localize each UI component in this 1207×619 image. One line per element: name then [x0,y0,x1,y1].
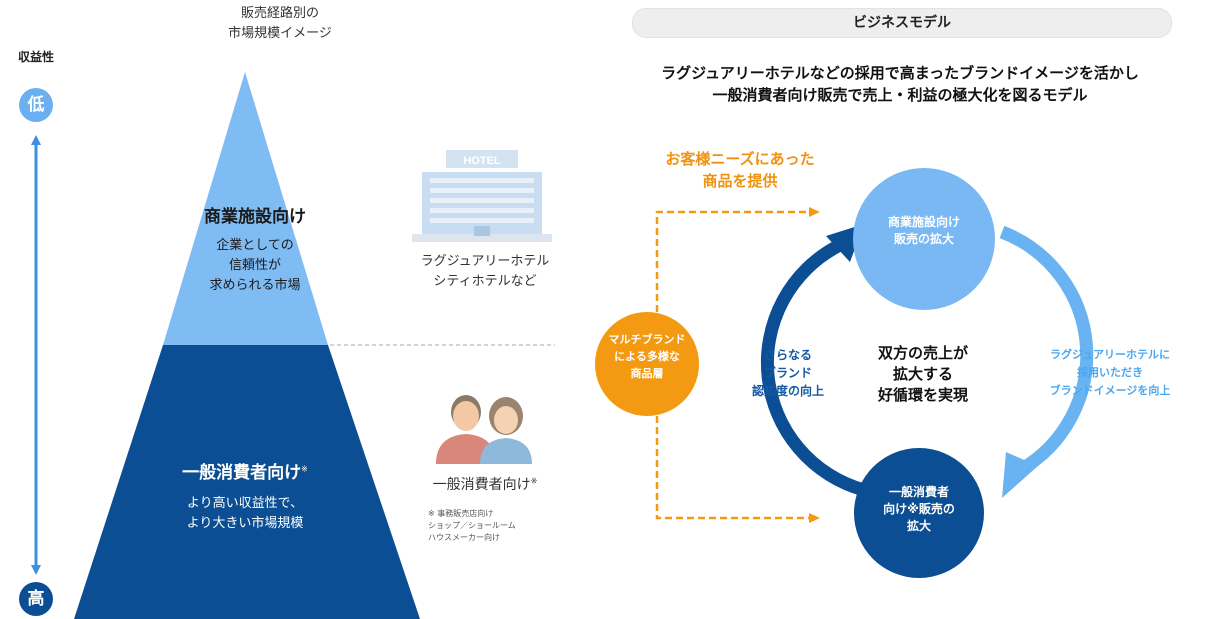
brand-awareness-line: 認知度の向上 [751,384,824,398]
consumer-note-line: ショップ／ショールーム [428,521,516,530]
pyramid-title: 販売経路別の 市場規模イメージ [180,4,380,44]
offer-arrow-top [655,207,820,312]
hotel-caption-line: シティホテルなど [433,274,537,289]
multi-brand-line: マルチブランド [608,333,686,346]
consumer-node-line: 拡大 [906,519,931,533]
commercial-tier-desc: 企業としての 信頼性が 求められる市場 [180,236,330,296]
commercial-node-line: 販売の拡大 [893,232,954,246]
center-line: 拡大する [892,365,953,383]
hotel-caption: ラグジュアリーホテル シティホテルなど [400,252,570,292]
pyramid-bottom-tier [74,345,420,619]
consumer-example-label: 一般消費者向け※ [410,474,560,494]
commercial-desc-line: 求められる市場 [209,278,301,293]
offer-arrow-bottom [655,416,820,523]
multi-brand-line: 商品層 [630,367,664,380]
pyramid-top-tier [163,72,328,345]
offer-line: お客様ニーズにあった [665,150,815,168]
consumer-tier-mark: ※ [301,464,308,474]
consumer-example-text: 一般消費者向け [432,477,531,493]
subtitle-line: 一般消費者向け販売で売上・利益の極大化を図るモデル [712,86,1088,104]
commercial-sales-node: 商業施設向け 販売の拡大 [853,168,995,310]
center-line: 双方の売上が [877,344,968,362]
consumer-tier-name-text: 一般消費者向け [182,463,302,483]
consumers-icon [436,395,532,464]
multi-brand-circle: マルチブランド による多様な 商品層 [595,312,699,416]
consumer-desc-line: より大きい市場規模 [186,516,304,531]
consumer-note: ※ 事務販売店向け ショップ／ショールーム ハウスメーカー向け [428,508,516,544]
brand-awareness-line: さらなる [763,348,812,362]
profitability-axis-label: 収益性 [17,50,54,64]
brand-image-line: 採用いただき [1077,366,1143,379]
business-model-subtitle: ラグジュアリーホテルなどの採用で高まったブランドイメージを活かし 一般消費者向け… [600,62,1200,106]
consumer-node-line: 向け※販売の [883,502,955,516]
pyramid-title-line: 販売経路別の [240,6,319,21]
consumer-note-line: ※ 事務販売店向け [428,509,494,518]
brand-image-label: ラグジュアリーホテルに 採用いただき ブランドイメージを向上 [1020,346,1200,400]
hotel-sign-text: HOTEL [463,155,501,167]
cycle-center-text: 双方の売上が 拡大する 好循環を実現 [858,343,988,406]
consumer-desc-line: より高い収益性で、 [186,496,304,511]
high-profit-badge: 高 [19,582,53,616]
subtitle-line: ラグジュアリーホテルなどの採用で高まったブランドイメージを活かし [661,64,1139,82]
consumer-tier-name: 一般消費者向け※ [150,458,340,483]
consumer-example-mark: ※ [530,476,538,486]
offer-line: 商品を提供 [702,172,778,190]
pyramid-title-line: 市場規模イメージ [228,26,332,41]
business-model-header: ビジネスモデル [632,8,1172,38]
consumer-tier-desc: より高い収益性で、 より大きい市場規模 [150,494,340,534]
hotel-icon: HOTEL [412,150,552,242]
brand-image-line: ブランドイメージを向上 [1049,384,1171,397]
dark-blue-cycle-arc [760,240,866,497]
hotel-caption-line: ラグジュアリーホテル [420,254,550,269]
light-blue-arrowhead [1002,452,1038,498]
offer-label: お客様ニーズにあった 商品を提供 [640,148,840,192]
consumer-sales-node: 一般消費者 向け※販売の 拡大 [854,448,984,578]
brand-awareness-line: ブランド [763,366,812,380]
commercial-node-line: 商業施設向け [887,215,960,229]
brand-awareness-label: さらなる ブランド 認知度の向上 [728,346,848,400]
low-profit-badge: 低 [19,88,53,122]
light-blue-cycle-arc [999,225,1094,476]
consumer-node-line: 一般消費者 [888,485,949,499]
consumer-note-line: ハウスメーカー向け [428,533,500,542]
commercial-tier-name: 商業施設向け [204,207,306,227]
commercial-desc-line: 信頼性が [228,258,281,273]
commercial-desc-line: 企業としての [216,238,294,253]
brand-image-line: ラグジュアリーホテルに [1049,348,1170,361]
multi-brand-line: による多様な [614,350,680,363]
center-line: 好循環を実現 [877,386,968,404]
